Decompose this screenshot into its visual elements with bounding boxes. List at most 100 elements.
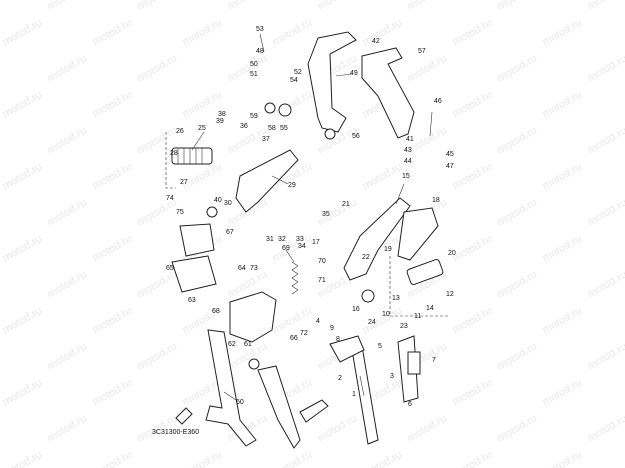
watermark-text: motod.ru xyxy=(541,16,585,48)
callout-50: 50 xyxy=(250,61,258,68)
group-bracket-right xyxy=(389,256,448,317)
callout-41: 41 xyxy=(406,136,414,143)
watermark-text: motod.ru xyxy=(406,0,450,13)
callout-68: 68 xyxy=(212,308,220,315)
callout-7: 7 xyxy=(432,357,436,364)
callout-63: 63 xyxy=(188,297,196,304)
callout-45: 45 xyxy=(446,151,454,158)
watermark-text: motod.ru xyxy=(361,16,405,48)
watermark-text: motod.ru xyxy=(46,196,90,228)
collar-55 xyxy=(278,103,292,117)
watermark-text: motod.ru xyxy=(496,124,540,156)
watermark-text: motod.ru xyxy=(586,124,625,156)
callout-73: 73 xyxy=(250,265,258,272)
callout-5: 5 xyxy=(378,343,382,350)
callout-17: 17 xyxy=(312,239,320,246)
bracket-66 xyxy=(179,223,215,257)
watermark-text: motod.ru xyxy=(586,340,625,372)
callout-54: 54 xyxy=(290,77,298,84)
watermark-text: motod.ru xyxy=(1,232,45,264)
watermark-text: motod.ru xyxy=(91,160,135,192)
watermark-text: motod.ru xyxy=(181,16,225,48)
watermark-text: motod.ru xyxy=(271,448,315,468)
bracket-61 xyxy=(229,291,277,343)
watermark-text: motod.ru xyxy=(226,0,270,13)
callout-66: 66 xyxy=(290,335,298,342)
callout-8: 8 xyxy=(336,336,340,343)
washer-58 xyxy=(264,102,276,114)
watermark-text: motod.ru xyxy=(541,304,585,336)
callout-4: 4 xyxy=(316,318,320,325)
watermark-text: motod.ru xyxy=(541,448,585,468)
callout-28: 28 xyxy=(170,150,178,157)
watermark-text: motod.ru xyxy=(46,52,90,84)
watermark-text: motod.ru xyxy=(46,268,90,300)
watermark-text: motod.ru xyxy=(1,160,45,192)
callout-70: 70 xyxy=(318,258,326,265)
watermark-text: motod.ru xyxy=(586,268,625,300)
callout-16: 16 xyxy=(352,306,360,313)
callout-32: 32 xyxy=(278,236,286,243)
callout-35: 35 xyxy=(322,211,330,218)
callout-29: 29 xyxy=(288,182,296,189)
watermark-text: motod.ru xyxy=(361,448,405,468)
watermark-text: motod.ru xyxy=(451,16,495,48)
watermark-text: motod.ru xyxy=(496,412,540,444)
callout-18: 18 xyxy=(432,197,440,204)
rear-bracket-49 xyxy=(307,31,357,133)
watermark-text: motod.ru xyxy=(271,88,315,120)
callout-44: 44 xyxy=(404,158,412,165)
leader-lines xyxy=(191,33,433,401)
callout-25: 25 xyxy=(198,125,206,132)
watermark-text: motod.ru xyxy=(541,160,585,192)
callout-59: 59 xyxy=(250,113,258,120)
callout-71: 71 xyxy=(318,277,326,284)
callout-53: 53 xyxy=(256,26,264,33)
callout-58: 58 xyxy=(268,125,276,132)
callout-26: 26 xyxy=(176,128,184,135)
callout-69: 69 xyxy=(282,245,290,252)
bolt-56 xyxy=(324,128,336,140)
callout-52: 52 xyxy=(294,69,302,76)
callout-21: 21 xyxy=(342,201,350,208)
watermark-text: motod.ru xyxy=(91,304,135,336)
callout-51: 51 xyxy=(250,71,258,78)
watermark-text: motod.ru xyxy=(586,52,625,84)
watermark-text: motod.ru xyxy=(91,448,135,468)
callout-34: 34 xyxy=(298,243,306,250)
callout-27: 27 xyxy=(180,179,188,186)
watermark-text: motod.ru xyxy=(136,0,180,13)
plate-18 xyxy=(397,207,439,261)
callout-48: 48 xyxy=(256,48,264,55)
watermark-text: motod.ru xyxy=(46,340,90,372)
callout-60: 60 xyxy=(236,399,244,406)
callout-47: 47 xyxy=(446,163,454,170)
sidestand-bracket-2 xyxy=(329,335,365,363)
callout-22: 22 xyxy=(362,254,370,261)
watermark-text: motod.ru xyxy=(1,16,45,48)
watermark-text: motod.ru xyxy=(136,340,180,372)
watermark-text: motod.ru xyxy=(136,268,180,300)
callout-61: 61 xyxy=(244,341,252,348)
callout-23: 23 xyxy=(400,323,408,330)
diagram-logo xyxy=(175,407,193,425)
callout-11: 11 xyxy=(414,313,421,320)
callout-67: 67 xyxy=(226,229,234,236)
watermark-text: motod.ru xyxy=(451,160,495,192)
collar-16 xyxy=(361,289,375,303)
callout-33: 33 xyxy=(296,236,304,243)
callout-20: 20 xyxy=(448,250,456,257)
watermark-text: motod.ru xyxy=(496,340,540,372)
watermark-text: motod.ru xyxy=(136,52,180,84)
watermark-text: motod.ru xyxy=(181,448,225,468)
footrest-rubber-12 xyxy=(406,259,444,285)
watermark-text: motod.ru xyxy=(181,160,225,192)
watermark-text: motod.ru xyxy=(91,16,135,48)
watermark-text: motod.ru xyxy=(1,304,45,336)
callout-75: 75 xyxy=(176,209,184,216)
bracket-67 xyxy=(171,255,217,293)
watermark-text: motod.ru xyxy=(406,52,450,84)
watermark-text: motod.ru xyxy=(406,412,450,444)
watermark-text: motod.ru xyxy=(46,0,90,13)
